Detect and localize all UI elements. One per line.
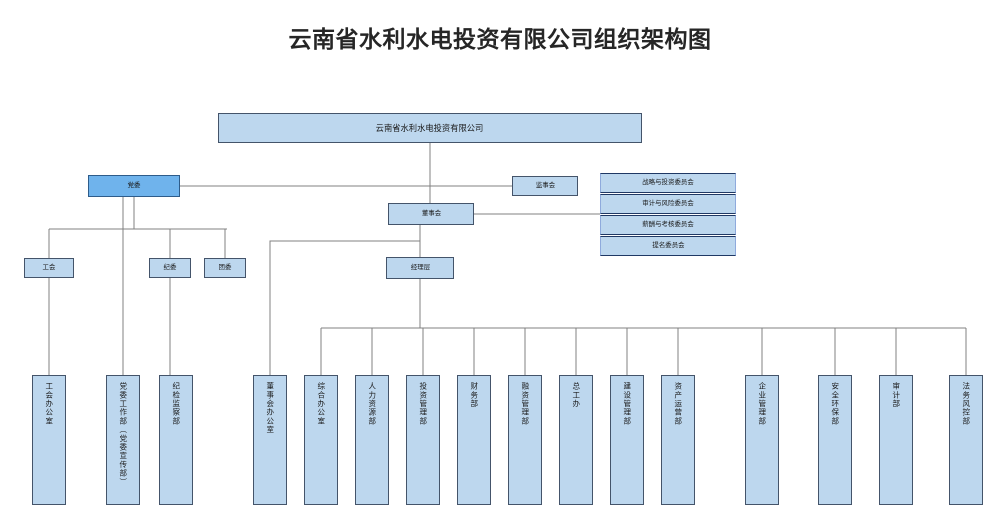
node-label: 法务风控部: [961, 382, 971, 426]
node-youth-league-committee[interactable]: 团委: [204, 258, 246, 278]
node-discipline-committee[interactable]: 纪委: [149, 258, 191, 278]
node-label: 云南省水利水电投资有限公司: [376, 123, 484, 133]
node-dept-chief-engineer-office[interactable]: 总工办: [559, 375, 593, 505]
node-dept-investment-management[interactable]: 投资管理部: [406, 375, 440, 505]
node-dept-audit[interactable]: 审计部: [879, 375, 913, 505]
node-labor-union[interactable]: 工会: [24, 258, 74, 278]
node-dept-human-resources[interactable]: 人力资源部: [355, 375, 389, 505]
page-title: 云南省水利水电投资有限公司组织架构图: [288, 26, 712, 52]
node-label: 总工办: [571, 382, 581, 409]
node-label: 建设管理部: [622, 382, 632, 426]
node-board-of-directors[interactable]: 董事会: [388, 203, 474, 225]
node-dept-discipline-inspection[interactable]: 纪检监察部: [159, 375, 193, 505]
node-label: 经理层: [410, 264, 430, 271]
node-dept-general-office[interactable]: 综合办公室: [304, 375, 338, 505]
node-dept-financing-management[interactable]: 融资管理部: [508, 375, 542, 505]
node-label: 财务部: [469, 382, 479, 409]
node-label: 资产运营部: [673, 382, 683, 426]
node-label: 董事会办公室: [265, 382, 275, 435]
node-dept-union-office[interactable]: 工会办公室: [32, 375, 66, 505]
node-label: 融资管理部: [520, 382, 530, 426]
node-company[interactable]: 云南省水利水电投资有限公司: [218, 113, 642, 143]
node-dept-asset-operation[interactable]: 资产运营部: [661, 375, 695, 505]
node-committee-strategy-investment[interactable]: 战略与投资委员会: [600, 173, 736, 193]
node-label: 监事会: [535, 182, 555, 189]
node-dept-construction-management[interactable]: 建设管理部: [610, 375, 644, 505]
node-label: 审计部: [891, 382, 901, 409]
node-label: 纪委: [163, 264, 177, 271]
node-label: 企业管理部: [757, 382, 767, 426]
node-label: 团委: [218, 264, 232, 271]
node-label: 工会办公室: [44, 382, 54, 426]
node-label: 工会: [42, 264, 56, 271]
node-dept-party-work[interactable]: 党委工作部（党委宣传部）: [106, 375, 140, 505]
node-committee-compensation-appraisal[interactable]: 薪酬与考核委员会: [600, 215, 736, 235]
node-label: 安全环保部: [830, 382, 840, 426]
node-label: 审计与风险委员会: [642, 200, 694, 207]
node-label: 纪检监察部: [171, 382, 181, 426]
node-dept-safety-environment[interactable]: 安全环保部: [818, 375, 852, 505]
node-committee-audit-risk[interactable]: 审计与风险委员会: [600, 194, 736, 214]
node-dept-board-office[interactable]: 董事会办公室: [253, 375, 287, 505]
node-dept-enterprise-management[interactable]: 企业管理部: [745, 375, 779, 505]
node-party-committee[interactable]: 党委: [88, 175, 180, 197]
node-label: 董事会: [421, 210, 441, 217]
node-label: 薪酬与考核委员会: [642, 221, 694, 228]
node-label: 投资管理部: [418, 382, 428, 426]
node-label: 提名委员会: [651, 242, 685, 249]
node-dept-finance[interactable]: 财务部: [457, 375, 491, 505]
node-label: 综合办公室: [316, 382, 326, 426]
node-label: 人力资源部: [367, 382, 377, 426]
node-board-of-supervisors[interactable]: 监事会: [512, 176, 578, 196]
node-management-layer[interactable]: 经理层: [386, 257, 454, 279]
node-label: 战略与投资委员会: [642, 179, 694, 186]
node-label: 党委: [127, 182, 141, 189]
node-committee-nomination[interactable]: 提名委员会: [600, 236, 736, 256]
node-dept-legal-risk-control[interactable]: 法务风控部: [949, 375, 983, 505]
node-label: 党委工作部（党委宣传部）: [118, 382, 128, 487]
